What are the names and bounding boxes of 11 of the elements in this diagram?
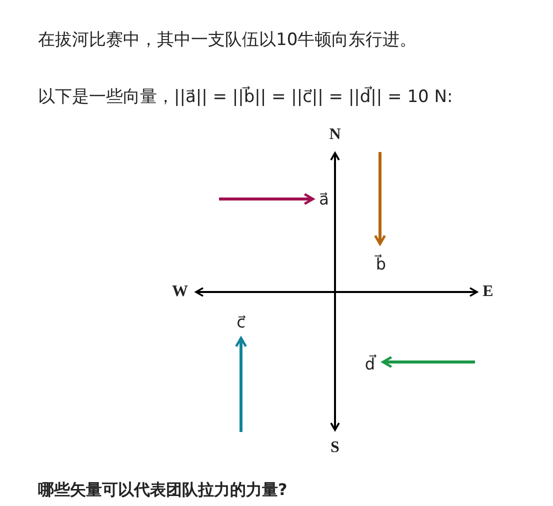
- question-text: 哪些矢量可以代表团队拉力的力量?: [38, 480, 288, 501]
- vector-label: c⃗: [236, 312, 246, 332]
- vector-label: d⃗: [364, 354, 376, 374]
- vector-label: a⃗: [319, 190, 329, 208]
- compass-direction-label: E: [482, 283, 494, 301]
- compass-direction-label: S: [330, 439, 340, 457]
- intro-text: 在拔河比赛中，其中一支队伍以10牛顿向东行进。: [38, 29, 417, 51]
- vector-magnitude-text: 以下是一些向量，||a⃗|| = ||b⃗|| = ||c⃗|| = ||d⃗|| = 10 N:: [38, 85, 453, 108]
- vector-label: b⃗: [376, 254, 386, 274]
- compass-direction-label: W: [172, 283, 188, 301]
- compass-direction-label: N: [329, 126, 341, 144]
